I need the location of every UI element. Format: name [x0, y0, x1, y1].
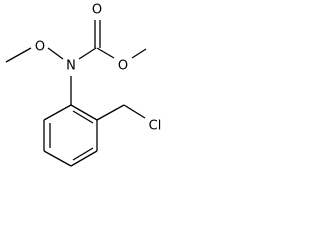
atom-carbonyl-oxygen: O: [92, 3, 102, 18]
bond-nitrogen-to-carbonyl-carbon: [78, 47, 97, 60]
bonds: [5, 20, 147, 167]
ring-bond-c6-c1: [43, 104, 72, 121]
ring-inner-double-c1-c2: [72, 110, 94, 124]
bond-methyl-to-methoxy-oxygen: [5, 47, 32, 63]
atom-nitrogen: N: [66, 59, 76, 74]
atom-chlorine: Cl: [149, 119, 162, 134]
bond-ch2-to-chlorine: [123, 104, 146, 119]
chemical-structure-diagram: O N O O Cl: [5, 3, 161, 167]
bond-ring-to-ch2: [96, 104, 125, 121]
ring-bond-c1-c2: [70, 104, 98, 121]
atom-labels: O N O O Cl: [35, 3, 161, 134]
ring-inner-double-c3-c4: [72, 147, 94, 161]
bond-methoxy-oxygen-to-nitrogen: [47, 47, 64, 60]
bond-ester-oxygen-to-methyl: [131, 48, 147, 59]
bond-carbonyl-carbon-to-ester-oxygen: [96, 47, 115, 59]
ring-bond-c4-c5: [43, 150, 72, 167]
ring-bond-c3-c4: [70, 150, 98, 167]
atom-ester-oxygen: O: [118, 59, 128, 74]
atom-methoxy-oxygen: O: [35, 40, 45, 55]
